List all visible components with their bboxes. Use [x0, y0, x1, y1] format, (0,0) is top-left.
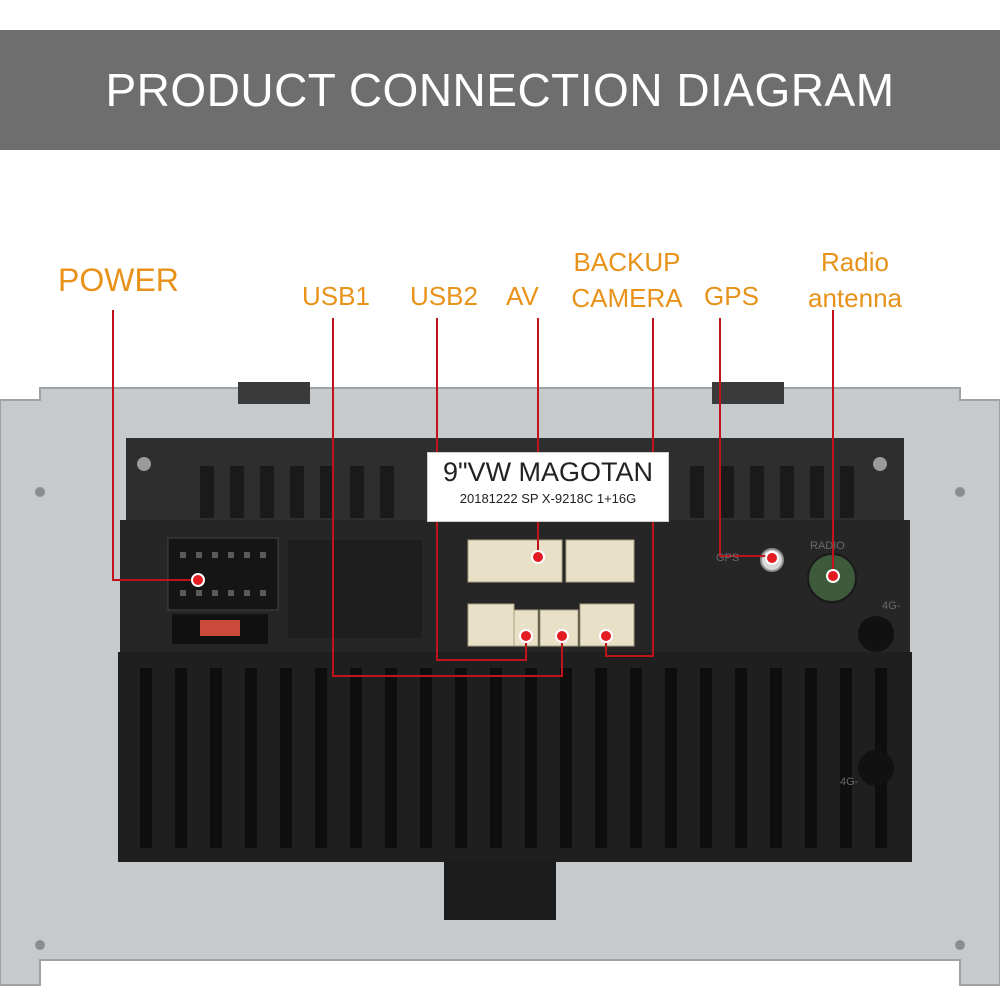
- bracket-screw: [955, 487, 965, 497]
- label-gps: GPS: [704, 281, 759, 311]
- blank-panel: [288, 540, 422, 638]
- bracket-screw: [35, 940, 45, 950]
- label-power: POWER: [58, 262, 179, 298]
- fuse: [200, 620, 240, 636]
- antenna-4g-label: 4G-: [840, 776, 859, 788]
- marker-dot-power: [191, 573, 205, 587]
- sticker-subtitle: 20181222 SP X-9218C 1+16G: [459, 491, 637, 506]
- label-radio-antenna: Radio antenna: [808, 247, 902, 313]
- antenna-4g-hole: [858, 616, 894, 652]
- leader-line-usb1: [332, 318, 563, 677]
- sticker-title: 9"VW MAGOTAN: [442, 457, 654, 487]
- unit-screw: [873, 457, 887, 471]
- marker-dot-usb2: [519, 629, 533, 643]
- power-connector: [167, 537, 279, 611]
- unit-heatsink: [118, 652, 912, 862]
- bracket-screw: [35, 487, 45, 497]
- power-connector-pins: [180, 552, 266, 596]
- marker-dot-gps: [765, 551, 779, 565]
- label-backup-camera: BACKUP CAMERA: [571, 247, 683, 313]
- antenna-4g-label: 4G-: [882, 600, 901, 612]
- marker-dot-av: [531, 550, 545, 564]
- top-vent-slots: [200, 466, 854, 518]
- bracket-tab-right: [712, 382, 784, 404]
- marker-dot-usb1: [555, 629, 569, 643]
- radio-port-label: RADIO: [810, 540, 845, 552]
- connector-usb1: [467, 603, 515, 647]
- antenna-4g-hole: [858, 750, 894, 786]
- leader-line-power: [112, 310, 198, 581]
- label-usb1: USB1: [302, 281, 370, 311]
- label-av: AV: [506, 281, 539, 311]
- label-usb2: USB2: [410, 281, 478, 311]
- gps-port-label: GPS: [716, 552, 740, 564]
- bracket-tab-left: [238, 382, 310, 404]
- marker-dots: [191, 550, 840, 643]
- connector-upper-left: [467, 539, 563, 583]
- leader-line-gps: [719, 318, 772, 557]
- marker-dot-radio: [826, 569, 840, 583]
- unit-screw: [137, 457, 151, 471]
- model-sticker: 9"VW MAGOTAN 20181222 SP X-9218C 1+16G: [427, 452, 669, 522]
- connector-upper-right: [565, 539, 635, 583]
- bottom-tab: [444, 862, 556, 920]
- marker-dot-camera: [599, 629, 613, 643]
- page-title: PRODUCT CONNECTION DIAGRAM: [0, 30, 1000, 150]
- bracket-screw: [955, 940, 965, 950]
